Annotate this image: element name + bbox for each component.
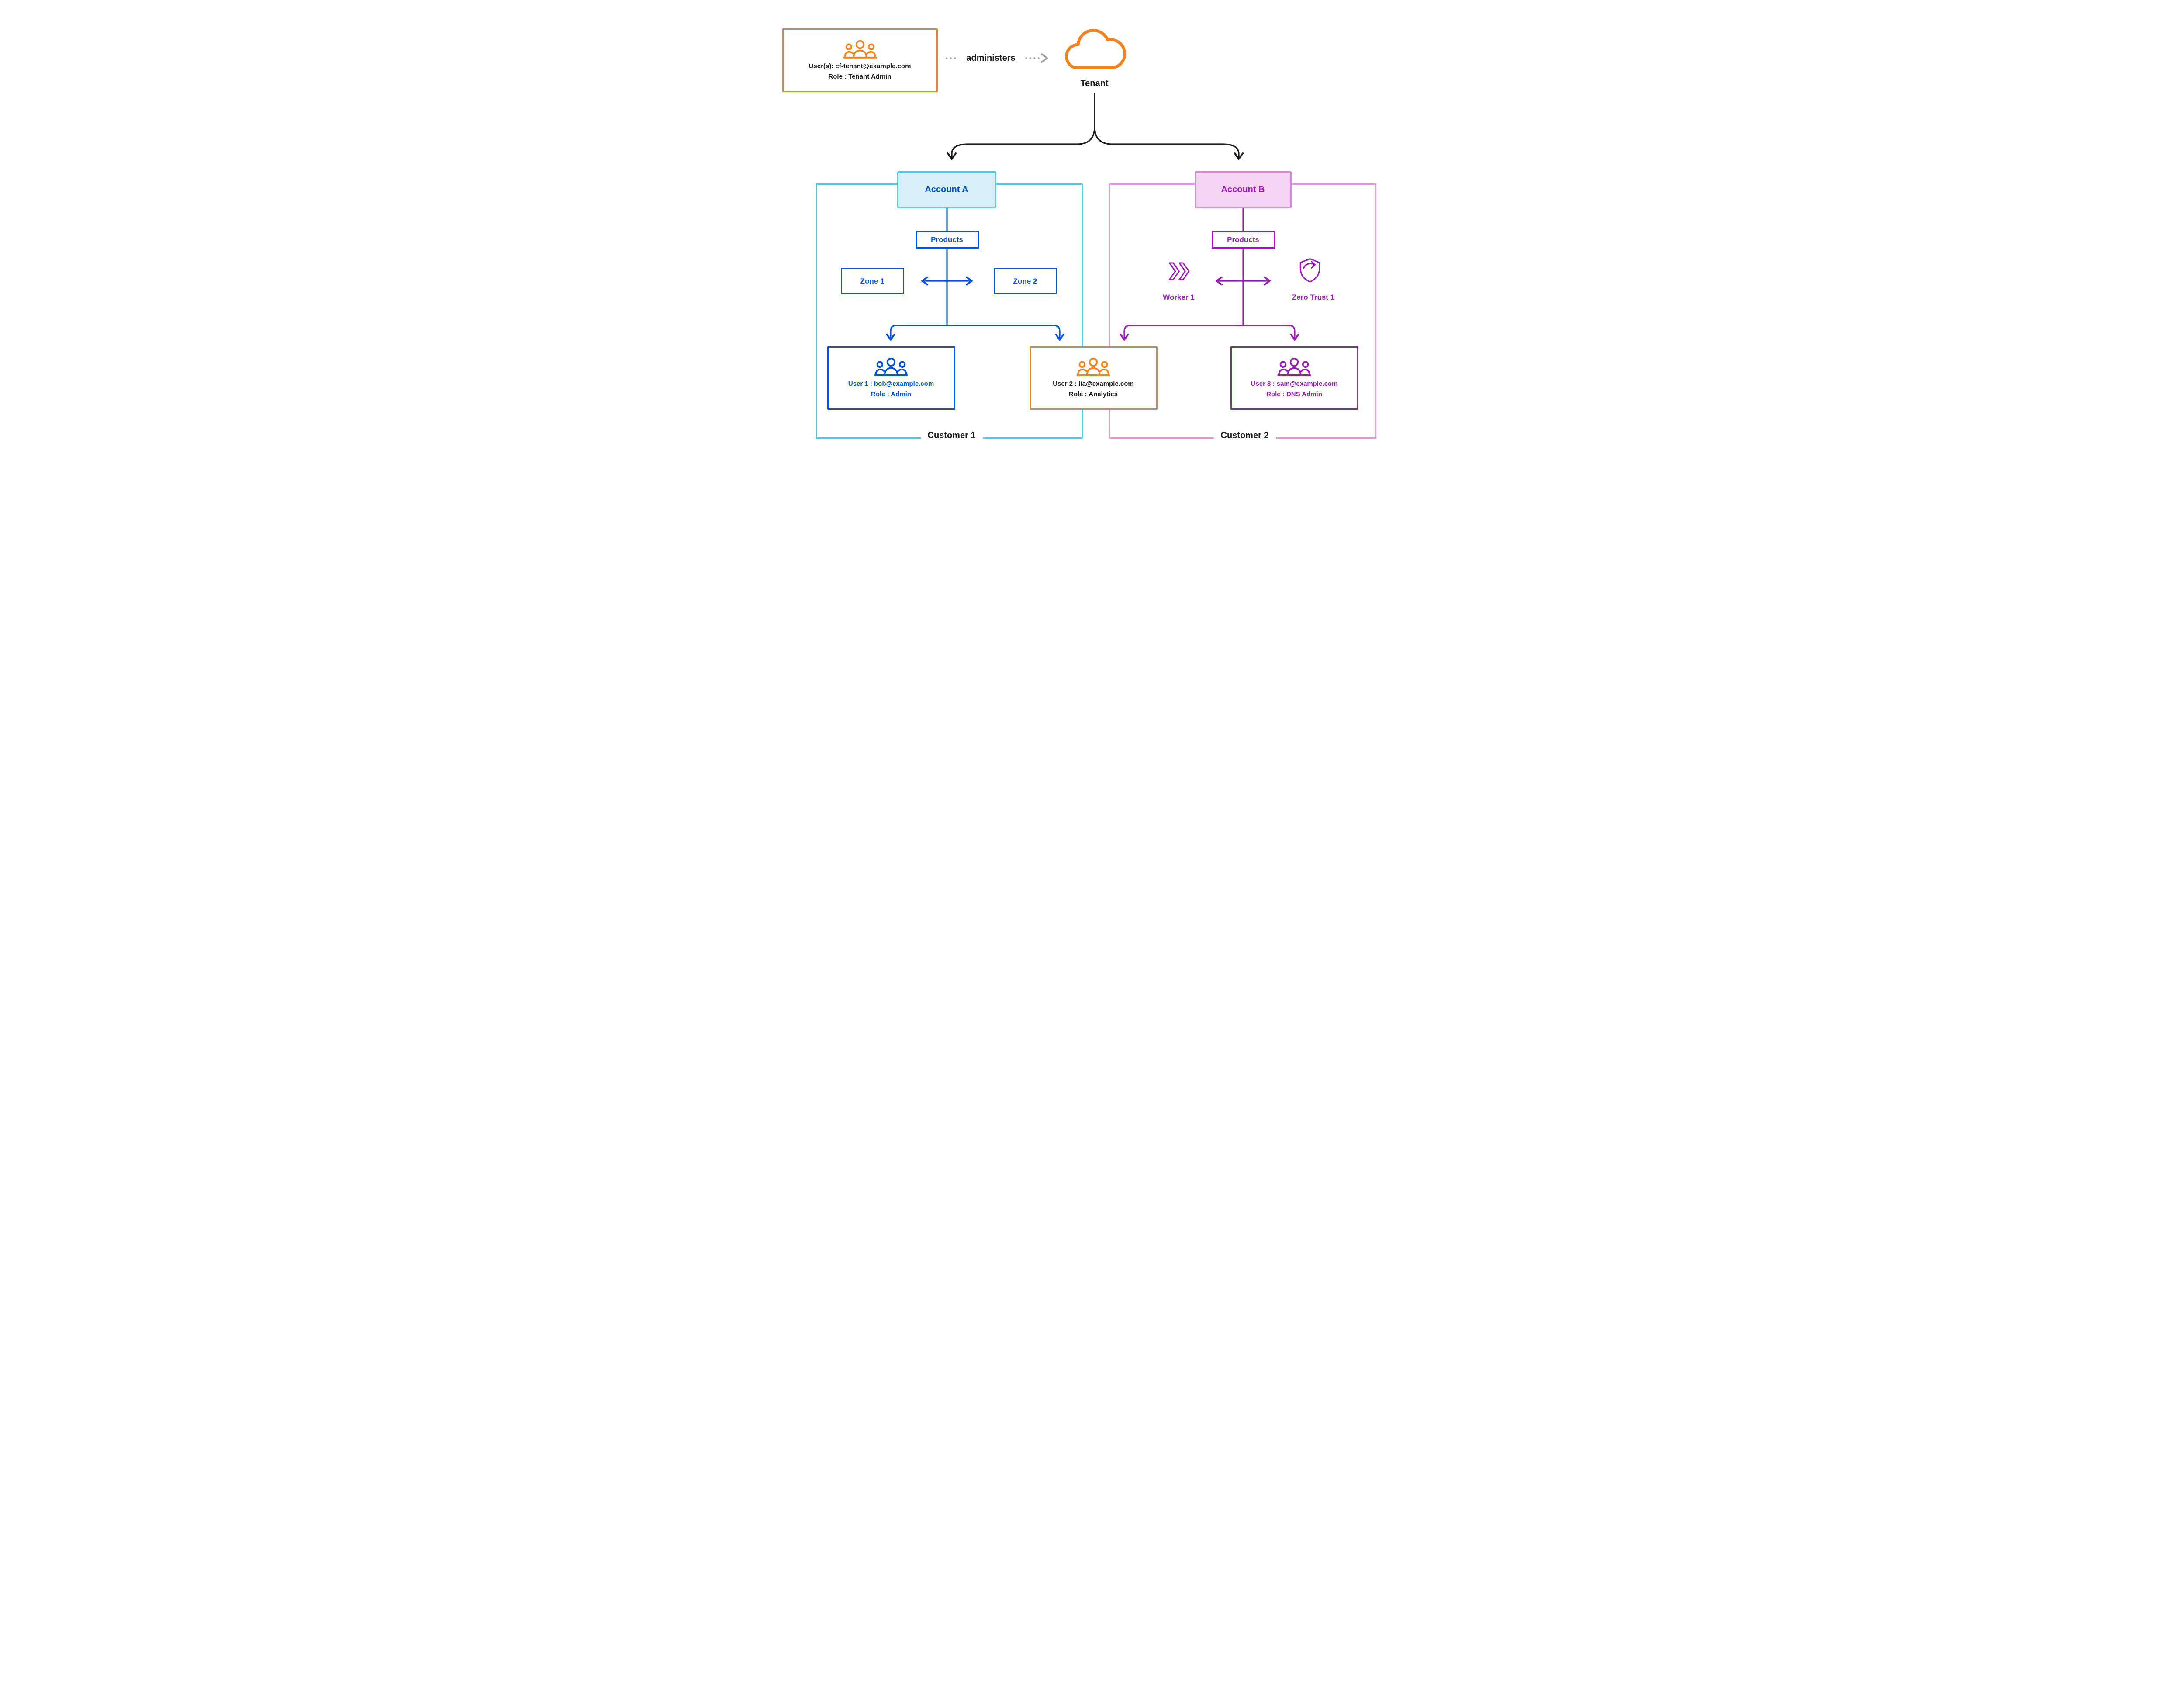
administers-label: administers xyxy=(966,53,1016,63)
account-b-branch-right xyxy=(1243,325,1299,341)
user-3-box: User 3 : sam@example.com Role : DNS Admi… xyxy=(1230,346,1358,410)
products-a-box: Products xyxy=(915,231,979,249)
users-group-icon xyxy=(874,357,909,377)
customer-1-label: Customer 1 xyxy=(920,429,983,442)
users-group-icon xyxy=(1076,357,1111,377)
diagram-canvas: User(s): cf-tenant@example.com Role : Te… xyxy=(750,0,1434,471)
tenant-admin-role-text: Role : Tenant Admin xyxy=(828,73,892,80)
tenant-label: Tenant xyxy=(1080,79,1109,88)
users-group-icon xyxy=(843,39,878,59)
account-a-branch-right xyxy=(947,325,1064,341)
user-3-role-text: Role : DNS Admin xyxy=(1266,391,1322,398)
workers-chevrons-icon xyxy=(1168,262,1189,280)
tenant-admin-user-text: User(s): cf-tenant@example.com xyxy=(809,62,911,70)
user-1-role-text: Role : Admin xyxy=(871,391,911,398)
worker-label: Worker 1 xyxy=(1163,293,1195,301)
tenant-branch-right xyxy=(1093,126,1244,160)
account-a-box: Account A xyxy=(897,171,996,208)
user-2-box: User 2 : lia@example.com Role : Analytic… xyxy=(1029,346,1158,410)
user-2-email-text: User 2 : lia@example.com xyxy=(1053,380,1134,387)
products-b-box: Products xyxy=(1211,231,1275,249)
user-2-role-text: Role : Analytics xyxy=(1069,391,1118,398)
zero-trust-label: Zero Trust 1 xyxy=(1292,293,1335,301)
account-b-branch-left xyxy=(1120,325,1243,341)
users-group-icon xyxy=(1277,357,1312,377)
zone-2-box: Zone 2 xyxy=(993,268,1057,294)
tenant-branch-left xyxy=(947,126,1095,160)
zero-trust-shield-icon xyxy=(1299,258,1320,283)
cloud-icon xyxy=(1064,29,1126,69)
customer-2-label: Customer 2 xyxy=(1213,429,1276,442)
administers-arrowhead xyxy=(1040,53,1048,63)
user-1-box: User 1 : bob@example.com Role : Admin xyxy=(827,346,955,410)
account-a-branch-left xyxy=(886,325,947,341)
user-3-email-text: User 3 : sam@example.com xyxy=(1251,380,1338,387)
account-b-box: Account B xyxy=(1194,171,1292,208)
connector-layer xyxy=(886,53,1299,341)
zone-1-box: Zone 1 xyxy=(840,268,904,294)
user-1-email-text: User 1 : bob@example.com xyxy=(848,380,934,387)
tenant-admin-box: User(s): cf-tenant@example.com Role : Te… xyxy=(782,28,938,92)
